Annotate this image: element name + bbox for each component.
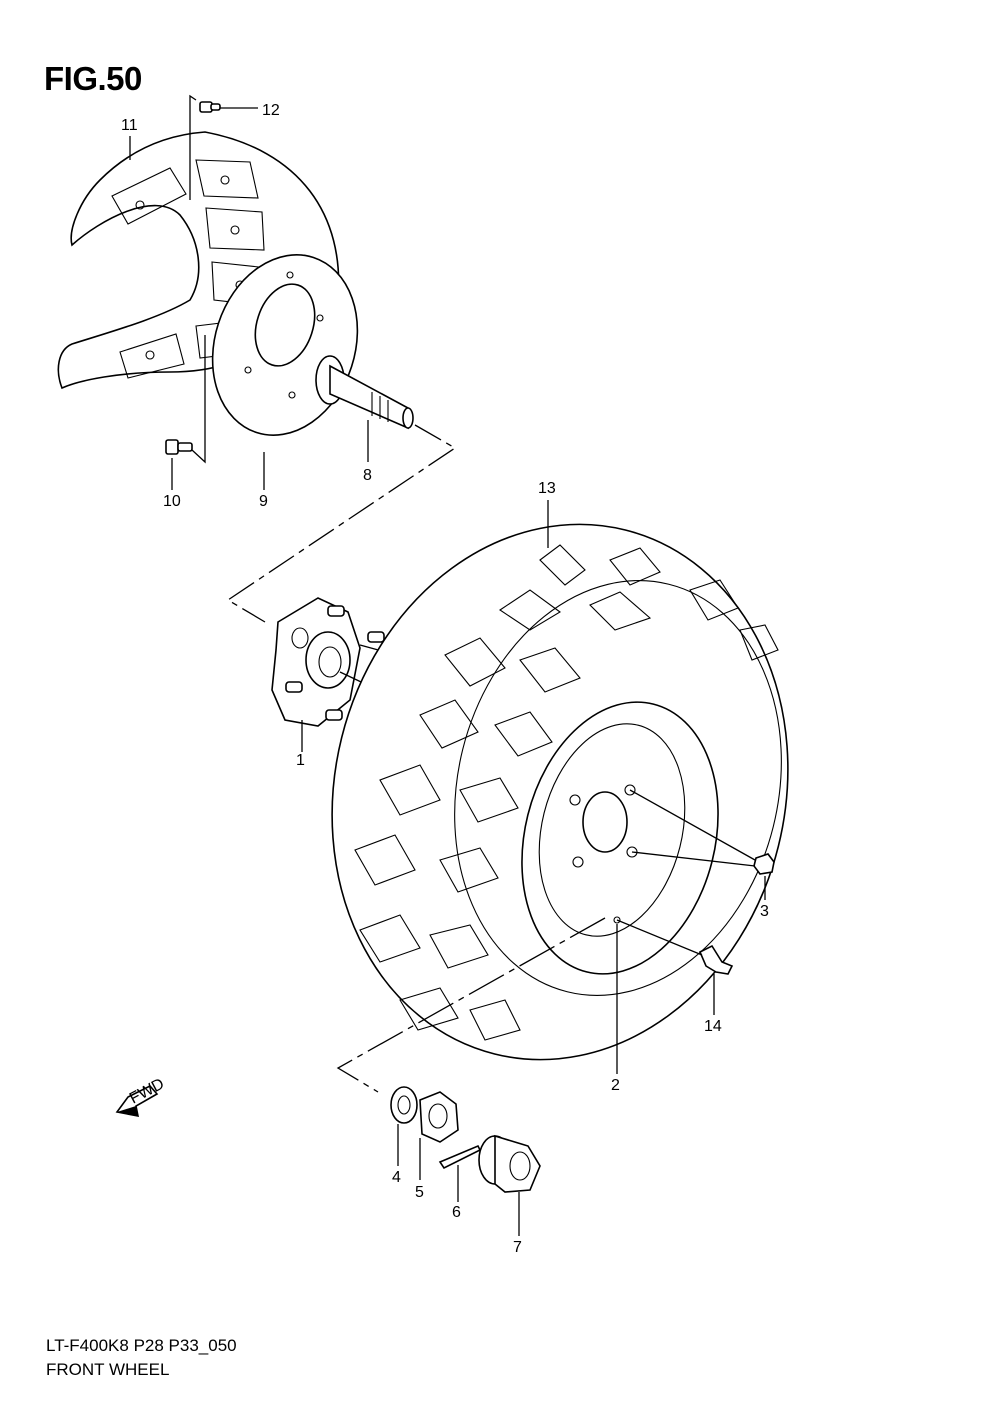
callout-10: 10 — [163, 493, 181, 510]
callout-3: 3 — [760, 903, 769, 920]
hub-illustration — [271, 597, 385, 727]
callout-12: 12 — [262, 102, 280, 119]
fwd-arrow-icon — [115, 1085, 159, 1118]
fwd-arrow-label: FWD — [127, 1075, 167, 1107]
valve-stem-illustration — [698, 944, 734, 975]
wheel-nut-illustration — [753, 853, 775, 875]
cover-screw-illustration — [199, 101, 221, 113]
figure-title: FIG.50 — [44, 60, 142, 97]
castle-nut-illustration — [419, 1091, 459, 1143]
callout-13: 13 — [538, 480, 556, 497]
cotter-pin-illustration — [438, 1144, 482, 1170]
stud-shaft-illustration — [315, 355, 414, 430]
callout-1: 1 — [296, 752, 305, 769]
callout-6: 6 — [452, 1204, 461, 1221]
section-title: FRONT WHEEL — [46, 1360, 170, 1379]
callout-14: 14 — [704, 1018, 722, 1035]
tire-illustration — [331, 523, 789, 1061]
disc-bolt-illustration — [165, 439, 193, 455]
callout-2: 2 — [611, 1077, 620, 1094]
callout-9: 9 — [259, 493, 268, 510]
washer-illustration — [390, 1086, 418, 1124]
hub-cap-illustration — [478, 1134, 541, 1193]
callout-11: 11 — [121, 117, 138, 134]
callout-7: 7 — [513, 1239, 522, 1256]
callout-5: 5 — [415, 1184, 424, 1201]
callout-4: 4 — [392, 1169, 401, 1186]
callout-8: 8 — [363, 467, 372, 484]
model-code: LT-F400K8 P28 P33_050 — [46, 1336, 237, 1355]
